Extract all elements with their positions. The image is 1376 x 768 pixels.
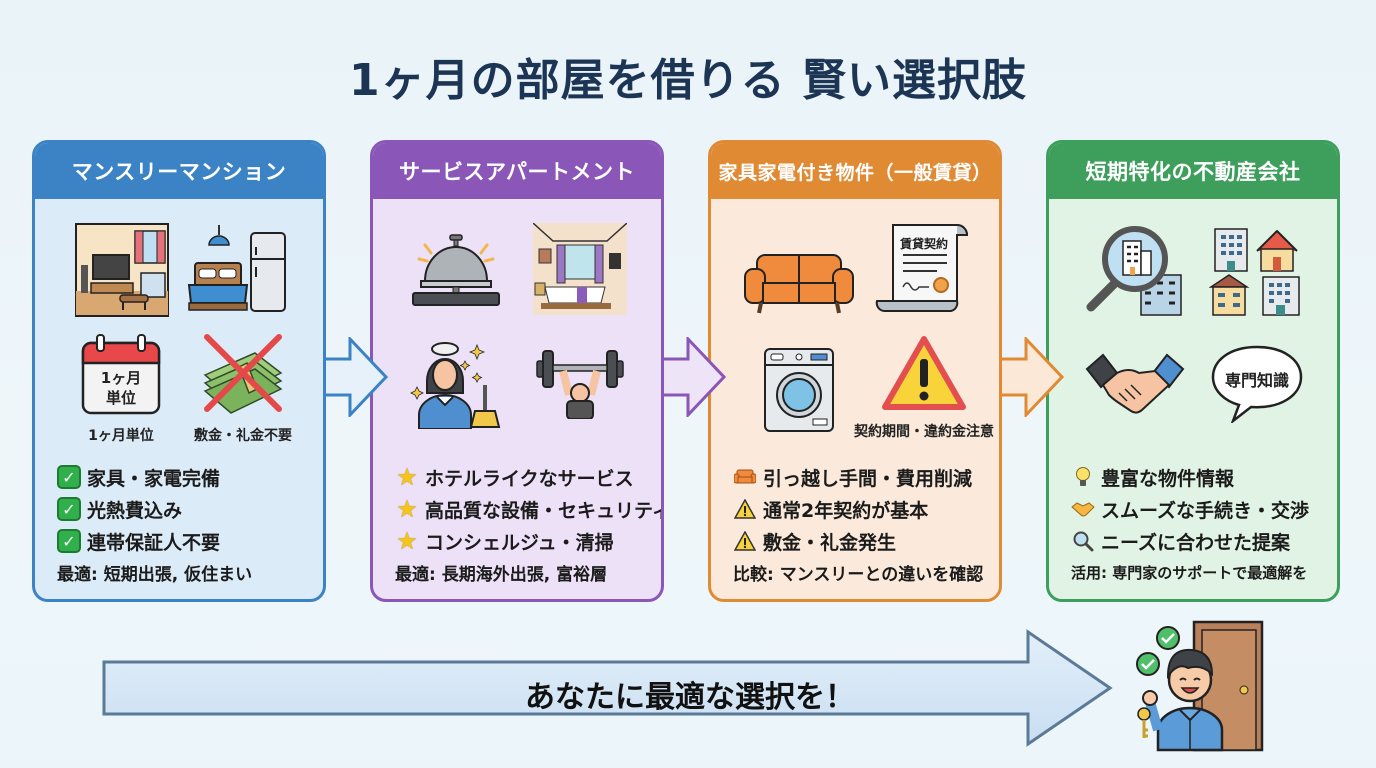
list-item: ★ コンシェルジュ・清掃 — [395, 525, 653, 557]
list-item-text: 通常2年契約が基本 — [763, 499, 929, 522]
feature-list: ✓ 家具・家電完備 ✓ 光熱費込み ✓ 連帯保証人不要 最適: 短期出張, 仮住まい — [57, 461, 315, 587]
star-icon: ★ — [396, 527, 418, 555]
card-monthly-mansion: マンスリーマンション — [32, 140, 326, 602]
housekeeper-icon — [410, 342, 501, 429]
star-icon: ★ — [396, 495, 418, 523]
lightbulb-icon — [1071, 465, 1095, 489]
sofa-icon — [733, 465, 757, 489]
card-header: サービスアパートメント — [373, 143, 661, 199]
list-item-text: 敷金・礼金発生 — [763, 531, 897, 554]
contract-icon — [875, 224, 969, 312]
list-item: ★ 高品質な設備・セキュリティ — [395, 493, 661, 525]
calendar-text-line1: 1ヶ月 — [100, 369, 142, 387]
list-item-text: 連帯保証人不要 — [87, 531, 221, 554]
card-short-term-agency: 短期特化の不動産会社 — [1046, 140, 1340, 602]
list-item: 豊富な物件情報 — [1071, 461, 1329, 493]
check-icon: ✓ — [57, 465, 81, 489]
warning-icon — [733, 497, 757, 521]
list-item-text: ホテルライクなサービス — [425, 467, 634, 490]
best-for-note: 最適: 短期出張, 仮住まい — [57, 564, 253, 585]
card-furnished-rental: 家具家電付き物件（一般賃貸） 賃貸契約 — [708, 140, 1002, 602]
calendar-text-line2: 単位 — [105, 389, 136, 407]
list-item: スムーズな手続き・交渉 — [1071, 493, 1329, 525]
calendar-icon — [81, 334, 161, 415]
page-title: 1ヶ月の部屋を借りる 賢い選択肢 — [349, 55, 1027, 106]
compare-note: 比較: マンスリーとの違いを確認 — [733, 564, 984, 585]
list-item: ✓ 連帯保証人不要 — [57, 525, 315, 557]
caption-one-month: 1ヶ月単位 — [88, 428, 154, 444]
usage-note: 活用: 専門家のサポートで最適解を — [1071, 563, 1308, 582]
list-item-text: 光熱費込み — [87, 499, 183, 522]
list-item-text: 高品質な設備・セキュリティ — [425, 499, 664, 522]
check-icon: ✓ — [57, 529, 81, 553]
handshake-icon — [1085, 353, 1185, 414]
living-room-icon — [75, 223, 169, 317]
star-icon: ★ — [396, 463, 418, 491]
feature-list: 豊富な物件情報 スムーズな手続き・交渉 ニーズに合わせた提案 活用: 専門家のサ… — [1071, 461, 1329, 587]
card-header: マンスリーマンション — [35, 143, 323, 199]
list-item-text: スムーズな手続き・交渉 — [1101, 499, 1310, 522]
big-arrow-icon — [102, 629, 1113, 747]
list-item-text: 引っ越し手間・費用削減 — [763, 467, 973, 490]
arrow-right-icon — [664, 337, 726, 417]
washing-machine-icon — [764, 348, 834, 432]
best-for-note: 最適: 長期海外出張, 富裕層 — [395, 564, 608, 585]
search-icon — [1071, 529, 1095, 553]
arrow-right-icon — [1002, 337, 1064, 417]
bedroom-fridge-icon — [187, 225, 286, 312]
sofa-icon — [744, 254, 854, 314]
caption-no-deposit: 敷金・礼金不要 — [194, 428, 292, 444]
warning-icon — [733, 529, 757, 553]
list-item: 敷金・礼金発生 — [733, 525, 991, 557]
card-header: 家具家電付き物件（一般賃貸） — [711, 143, 999, 199]
bubble-text: 専門知識 — [1224, 371, 1289, 390]
list-item: 通常2年契約が基本 — [733, 493, 991, 525]
check-icon: ✓ — [57, 497, 81, 521]
list-item: ✓ 家具・家電完備 — [57, 461, 315, 493]
feature-list: 引っ越し手間・費用削減 通常2年契約が基本 敷金・礼金発生 比較: マンスリーと… — [733, 461, 991, 587]
no-money-icon — [203, 334, 283, 414]
footer-message: あなたに最適な選択を！ — [525, 680, 855, 715]
list-item: 引っ越し手間・費用削減 — [733, 461, 991, 493]
list-item: ✓ 光熱費込み — [57, 493, 315, 525]
handshake-icon — [1071, 497, 1095, 521]
list-item: ★ ホテルライクなサービス — [395, 461, 653, 493]
properties-icon — [1209, 228, 1300, 316]
magnifier-buildings-icon — [1086, 226, 1182, 316]
warning-icon — [882, 336, 966, 410]
list-item-text: コンシェルジュ・清掃 — [425, 531, 614, 554]
service-bell-icon — [412, 234, 500, 306]
list-item: ニーズに合わせた提案 — [1071, 525, 1329, 557]
card-serviced-apartment: サービスアパートメント — [370, 140, 664, 602]
hotel-room-icon — [533, 223, 627, 315]
contract-label: 賃貸契約 — [899, 237, 948, 251]
feature-list: ★ホテルライクなサービス ★高品質な設備・セキュリティ ★コンシェルジュ・清掃 … — [395, 461, 661, 587]
card-header: 短期特化の不動産会社 — [1049, 143, 1337, 199]
speech-bubble-icon — [1211, 345, 1303, 423]
list-item-text: 家具・家電完備 — [87, 467, 221, 490]
gym-icon — [536, 350, 624, 419]
list-item-text: ニーズに合わせた提案 — [1101, 531, 1291, 554]
arrow-right-icon — [326, 337, 388, 417]
caption-contract-caution: 契約期間・違約金注意 — [854, 424, 994, 440]
list-item-text: 豊富な物件情報 — [1101, 467, 1235, 490]
happy-person-with-key-icon — [1136, 620, 1264, 752]
